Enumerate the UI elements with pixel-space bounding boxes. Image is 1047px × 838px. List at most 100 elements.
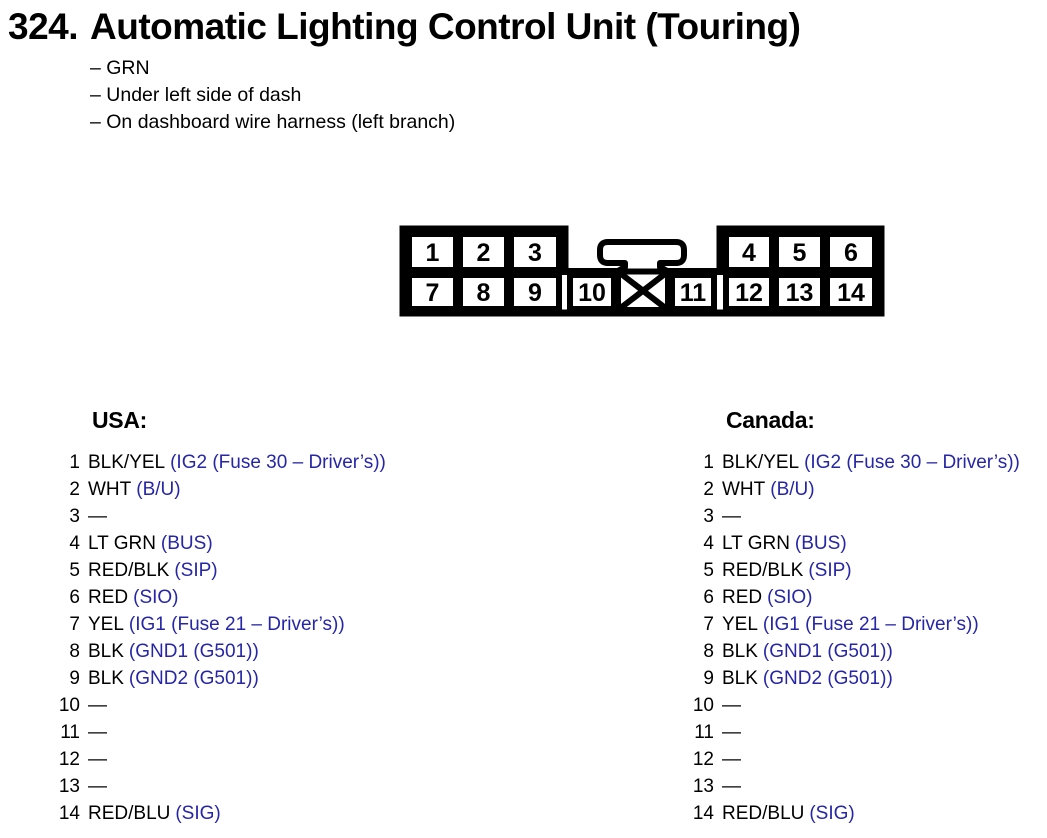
pin-entry: —	[722, 746, 741, 773]
wire-color: LT GRN	[88, 533, 156, 554]
connector-cavity-5	[773, 231, 826, 273]
pin-entry: WHT(B/U)	[722, 476, 815, 503]
pin-entry: RED/BLU(SIG)	[88, 800, 221, 827]
cavity-label: 13	[786, 279, 814, 307]
pin-row: 14 RED/BLU(SIG)	[46, 800, 386, 827]
wire-color: RED/BLK	[88, 560, 170, 581]
cavity-label: 9	[528, 279, 542, 307]
pin-entry: RED(SIO)	[88, 584, 179, 611]
signal-name: (IG1 (Fuse 21 – Driver’s))	[128, 614, 345, 635]
wire-color: —	[722, 749, 741, 770]
note-line: – GRN	[90, 57, 150, 79]
wire-color: RED	[88, 587, 129, 608]
wire-color: BLK/YEL	[88, 452, 166, 473]
connector-latch-tab-icon	[597, 239, 687, 275]
pin-number: 9	[703, 668, 714, 689]
wire-color: BLK	[722, 668, 758, 689]
note-line: – On dashboard wire harness (left branch…	[90, 111, 456, 133]
pin-table-usa-header: USA:	[92, 407, 148, 433]
pin-entry: —	[722, 719, 741, 746]
pin-number: 13	[692, 776, 714, 797]
signal-name: (IG2 (Fuse 30 – Driver’s))	[804, 452, 1020, 473]
pin-number: 10	[58, 695, 80, 716]
pin-row: 12 —	[680, 746, 1020, 773]
wire-color: RED/BLU	[88, 803, 171, 824]
pin-entry: BLK/YEL(IG2 (Fuse 30 – Driver’s))	[722, 449, 1020, 476]
cavity-label: 3	[528, 239, 542, 267]
pin-entry: LT GRN(BUS)	[722, 530, 847, 557]
wire-color: BLK/YEL	[722, 452, 800, 473]
pin-number: 4	[703, 533, 714, 554]
cavity-label: 12	[735, 279, 763, 307]
pin-row: 11—	[46, 719, 386, 746]
connector-cavity-4	[723, 231, 775, 273]
wire-color: —	[88, 506, 107, 527]
signal-name: (IG1 (Fuse 21 – Driver’s))	[762, 614, 979, 635]
wire-color: —	[88, 749, 107, 770]
signal-name: (B/U)	[136, 479, 181, 500]
pin-entry: —	[88, 746, 107, 773]
cavity-label: 10	[578, 279, 606, 307]
wire-color: RED/BLU	[722, 803, 805, 824]
connector-cavity-3	[508, 231, 562, 273]
pin-row: 13 —	[680, 773, 1020, 800]
signal-name: (GND2 (G501))	[762, 668, 893, 689]
pin-table-canada-header: Canada:	[726, 407, 815, 433]
pin-row: 9 BLK(GND2 (G501))	[680, 665, 1020, 692]
pin-number: 9	[69, 668, 80, 689]
connector-cavity-1	[406, 231, 459, 273]
signal-name: (SIP)	[174, 560, 218, 581]
wire-color: RED	[722, 587, 763, 608]
pin-entry: LT GRN(BUS)	[88, 530, 213, 557]
pin-row: 3—	[680, 503, 1020, 530]
cavity-label: 1	[426, 239, 440, 267]
pin-row: 3—	[46, 503, 386, 530]
connector-cavity-11	[669, 272, 717, 312]
cavity-label: 6	[844, 239, 858, 267]
pin-row: 7 YEL(IG1 (Fuse 21 – Driver’s))	[46, 611, 386, 638]
pin-entry: BLK(GND1 (G501))	[88, 638, 259, 665]
pin-entry: BLK(GND2 (G501))	[722, 665, 893, 692]
pin-number: 7	[69, 614, 80, 635]
pin-number: 11	[694, 722, 714, 743]
connector-cavity-13	[773, 272, 826, 312]
pin-row: 4 LT GRN(BUS)	[680, 530, 1020, 557]
pin-row: 11 —	[680, 719, 1020, 746]
pin-entry: —	[88, 719, 107, 746]
pin-entry: —	[88, 692, 107, 719]
pin-number: 13	[58, 776, 80, 797]
pin-entry: —	[88, 773, 107, 800]
pin-entry: BLK(GND1 (G501))	[722, 638, 893, 665]
pin-entry: BLK(GND2 (G501))	[88, 665, 259, 692]
connector-cavity-2	[457, 231, 510, 273]
wire-color: —	[722, 695, 741, 716]
signal-name: (SIG)	[809, 803, 855, 824]
signal-name: (B/U)	[770, 479, 815, 500]
pin-number: 14	[58, 803, 80, 824]
cavity-label: 8	[477, 279, 491, 307]
pin-number: 1	[69, 452, 80, 473]
pin-entry: —	[722, 773, 741, 800]
pin-number: 12	[692, 749, 714, 770]
wire-color: RED/BLK	[722, 560, 804, 581]
cavity-label: 4	[742, 239, 756, 267]
pin-row: 12—	[46, 746, 386, 773]
blocked-slot-x-line	[616, 269, 670, 313]
pin-entry: RED/BLK(SIP)	[88, 557, 218, 584]
wire-color: BLK	[88, 668, 124, 689]
wire-color: —	[88, 722, 107, 743]
pin-number: 2	[703, 479, 714, 500]
pin-number: 5	[69, 560, 80, 581]
wire-color: YEL	[88, 614, 124, 635]
